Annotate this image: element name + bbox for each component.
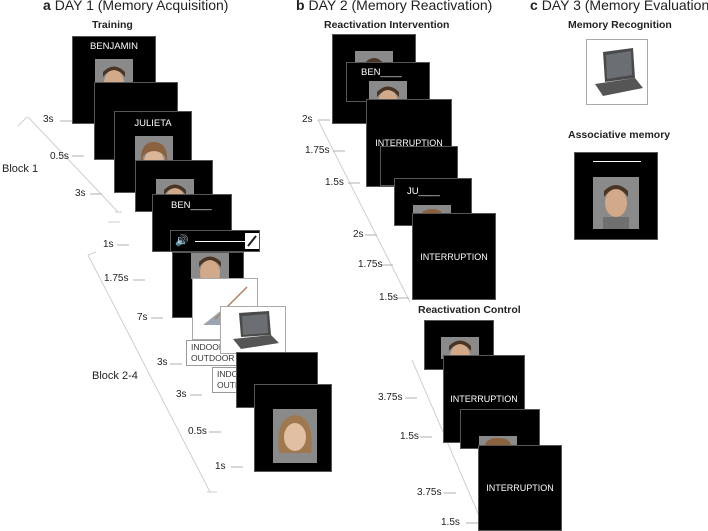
name-text: BEN____ xyxy=(171,200,212,211)
time-label: 3s xyxy=(43,114,54,125)
interruption-text: INTERRUPTION xyxy=(450,394,518,404)
block1-label: Block 1 xyxy=(2,163,39,175)
training-screen xyxy=(254,384,332,472)
speaker-icon: 🔊 xyxy=(175,235,189,247)
time-label: 3s xyxy=(176,389,187,400)
laptop-image-box xyxy=(220,306,286,354)
block24-label: Block 2-4 xyxy=(92,370,138,382)
time-label: 1.5s xyxy=(379,292,398,303)
interruption-screen: INTERRUPTION xyxy=(478,445,562,531)
time-label: 1.5s xyxy=(325,177,344,188)
face-image xyxy=(355,51,393,65)
time-label: 0.5s xyxy=(188,426,207,437)
interruption-text: INTERRUPTION xyxy=(375,138,443,148)
time-label: 1.5s xyxy=(400,431,419,442)
laptop-icon xyxy=(233,311,279,349)
time-label: 3.75s xyxy=(417,487,442,498)
day2-header: b DAY 2 (Memory Reactivation) xyxy=(296,0,493,13)
time-label: 1.5s xyxy=(441,517,460,528)
time-label: 1.75s xyxy=(104,273,129,284)
audio-bar: 🔊 xyxy=(170,230,260,252)
name-text: JULIETA xyxy=(134,118,172,129)
time-label: 3.75s xyxy=(378,392,403,403)
day1-header: a DAY 1 (Memory Acquisition) xyxy=(43,0,229,13)
time-label: 3s xyxy=(75,188,86,199)
interruption-screen: INTERRUPTION xyxy=(412,213,496,300)
laptop-image-box xyxy=(586,39,648,105)
time-label: 1.75s xyxy=(305,145,330,156)
face-image xyxy=(273,409,317,463)
name-text: BEN____ xyxy=(361,67,402,78)
time-label: 1s xyxy=(215,461,226,472)
control-title: Reactivation Control xyxy=(418,304,521,316)
intervention-title: Reactivation Intervention xyxy=(324,19,450,31)
time-label: 3s xyxy=(157,357,168,368)
blank-screen xyxy=(460,409,540,450)
interruption-text: INTERRUPTION xyxy=(420,251,488,262)
name-text: JU____ xyxy=(407,186,440,197)
interruption-text: INTERRUPTION xyxy=(486,483,554,493)
day3-header: c DAY 3 (Memory Evaluation) xyxy=(530,0,708,13)
cued-recall-screen: BEN____ xyxy=(346,62,430,103)
training-label: Training xyxy=(92,19,133,31)
time-label: 1.75s xyxy=(358,259,383,270)
time-label: 0.5s xyxy=(50,151,69,162)
answer-line xyxy=(593,161,641,162)
face-image xyxy=(441,337,479,359)
recognition-title: Memory Recognition xyxy=(568,19,672,31)
face-image xyxy=(191,253,229,279)
laptop-icon xyxy=(595,48,643,96)
time-label: 2s xyxy=(302,114,313,125)
face-image xyxy=(593,177,639,229)
time-label: 2s xyxy=(353,229,364,240)
answer-line xyxy=(195,241,245,242)
time-label: 7s xyxy=(137,312,148,323)
face-image xyxy=(369,81,407,103)
pencil-icon xyxy=(245,233,259,249)
name-text: BENJAMIN xyxy=(89,41,139,52)
associative-title: Associative memory xyxy=(568,129,671,141)
associative-screen xyxy=(574,152,658,240)
time-label: 1s xyxy=(103,239,114,250)
